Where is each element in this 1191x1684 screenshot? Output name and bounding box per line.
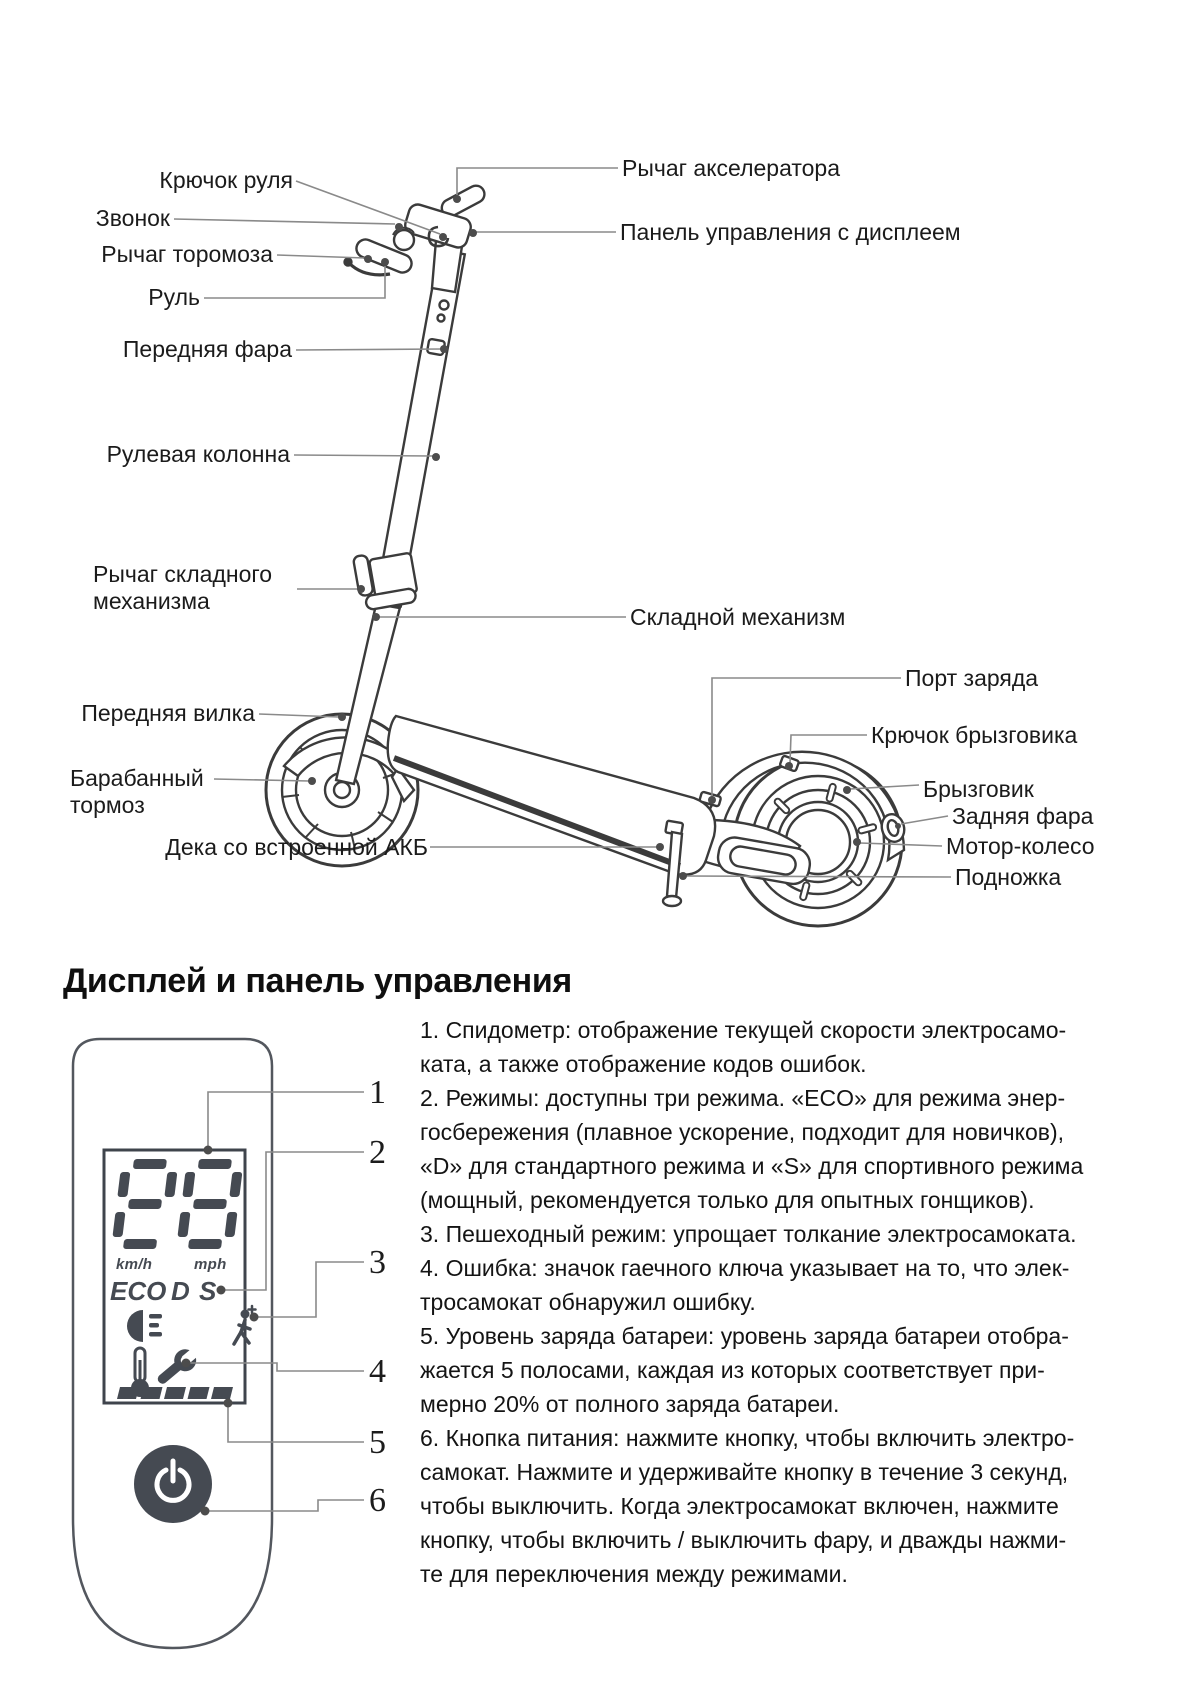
swingarm [692,818,812,886]
description-line: госбережения (плавное ускорение, подходи… [420,1119,1065,1145]
label-brake-lever: Рычаг торомоза [101,241,273,267]
panel-outline [71,1037,274,1650]
description-line: ката, а также отображение кодов ошибок. [420,1051,867,1077]
power-button [134,1445,212,1523]
walk-icon [232,1304,257,1346]
mode-eco: ECO [110,1276,167,1306]
description-line: самокат. Нажмите и удерживайте кнопку в … [420,1459,1069,1485]
label-charge-port: Порт заряда [905,665,1039,691]
label-rear-light: Задняя фара [952,803,1094,829]
battery-bars [117,1387,233,1399]
label-throttle: Рычаг акселератора [622,155,841,181]
label-handlebar: Руль [148,284,200,310]
description-line: жается 5 полосами, каждая из которых соо… [420,1357,1045,1383]
callout-number-6: 6 [369,1482,386,1519]
description-line: 6. Кнопка питания: нажмите кнопку, чтобы… [420,1425,1075,1451]
scooter-drawing [264,184,906,928]
label-deck: Дека со встроенной АКБ [165,834,428,860]
label-steering-column: Рулевая колонна [106,441,290,467]
section-heading: Дисплей и панель управления [63,961,572,1000]
mode-d: D [171,1276,190,1306]
unit-kmh: km/h [116,1256,153,1273]
folding-lever-shape [352,554,374,597]
callout-number-5: 5 [369,1424,386,1461]
callout-dots [181,1145,259,1516]
label-motor-wheel: Мотор-колесо [946,833,1095,859]
kickstand-shape [661,819,684,908]
leader-dots [308,195,901,880]
power-icon [154,1458,192,1503]
description-line: кнопку, чтобы включить / выключить фару,… [420,1527,1067,1553]
callout-number-3: 3 [369,1244,386,1281]
description-line: тросамокат обнаружил ошибку. [420,1289,756,1315]
bell-shape [392,228,416,252]
steering-column-shape [373,248,467,608]
description-line: чтобы выключить. Когда электросамокат вк… [420,1493,1059,1519]
label-control-panel: Панель управления с дисплеем [620,219,961,245]
callout-number-4: 4 [369,1353,386,1390]
description-line: «D» для стандартного режима и «S» для сп… [420,1153,1084,1179]
label-headlight: Передняя фара [122,336,292,362]
description-line: 3. Пешеходный режим: упрощает толкание э… [420,1221,1077,1247]
column-screw [438,299,450,311]
description-line: (мощный, рекомендуется только для опытны… [420,1187,1035,1213]
description-text: 1. Спидометр: отображение текущей скорос… [420,1013,1083,1591]
label-front-fork: Передняя вилка [81,700,255,726]
label-folding-lever: Рычаг складного механизма [93,561,273,614]
callout-number-1: 1 [369,1074,386,1111]
handlebar-assembly [343,184,486,294]
leader-lines [173,167,952,878]
display-panel-drawing [71,1037,364,1650]
description-line: 4. Ошибка: значок гаечного ключа указыва… [420,1255,1070,1281]
label-fender: Брызговик [923,776,1034,802]
label-folding-mechanism: Складной механизм [630,604,846,630]
label-bell: Звонок [95,205,170,231]
callout-lines [186,1091,364,1512]
description-line: 5. Уровень заряда батареи: уровень заряд… [420,1323,1069,1349]
control-head [404,203,472,249]
description-line: 2. Режимы: доступны три режима. «ECO» дл… [420,1085,1066,1111]
rear-fender [704,750,906,863]
label-fender-hook: Крючок брызговика [871,722,1078,748]
description-line: те для переключения между режимами. [420,1561,848,1587]
label-kickstand: Подножка [955,864,1062,890]
label-drum-brake: Барабанный тормоз [70,765,204,818]
unit-mph: mph [194,1256,227,1273]
description-line: 1. Спидометр: отображение текущей скорос… [420,1017,1067,1043]
label-handlebar-hook: Крючок руля [159,167,293,193]
rear-light-shape [880,812,906,844]
mode-s: S [199,1276,217,1306]
left-grip [355,238,413,274]
description-line: мерно 20% от полного заряда батареи. [420,1391,840,1417]
callout-number-2: 2 [369,1134,386,1171]
folding-clamp [352,552,418,611]
headlight-icon [127,1310,162,1342]
speed-digits [112,1159,243,1249]
column-screw [436,313,446,323]
